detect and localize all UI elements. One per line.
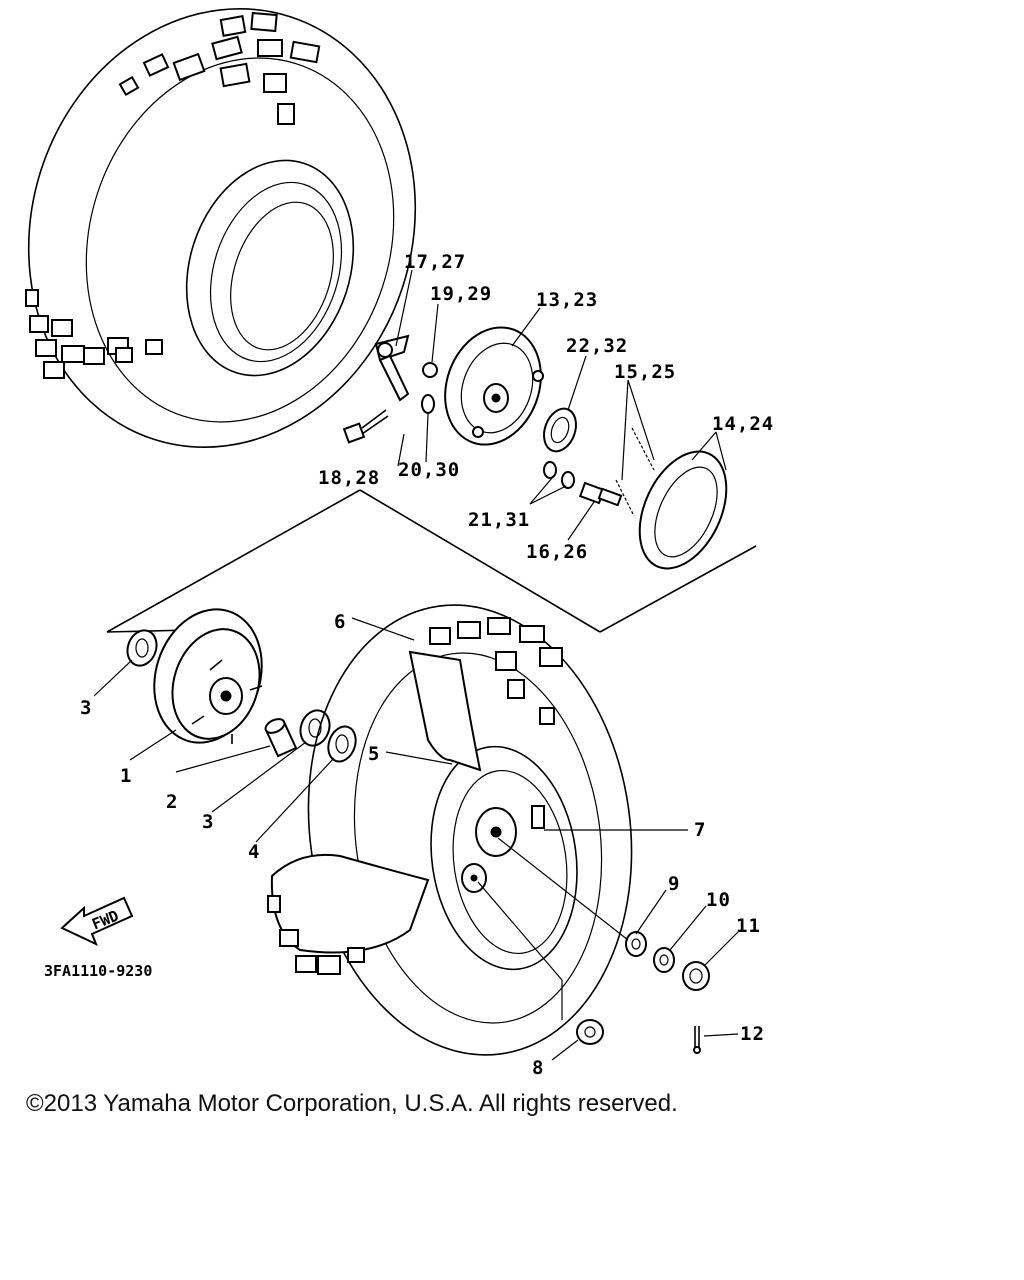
spacer-2	[264, 718, 298, 758]
label-20-30: 20,30	[398, 459, 460, 481]
label-2: 2	[166, 791, 178, 813]
washer-20-30	[421, 394, 435, 414]
label-18-28: 18,28	[318, 467, 380, 489]
upper-tire	[25, 8, 417, 448]
fwd-arrow-icon: FWD	[60, 896, 134, 946]
tread-blocks-left	[25, 289, 163, 379]
label-1: 1	[120, 765, 132, 787]
washer-10	[653, 947, 675, 973]
label-10: 10	[706, 889, 731, 911]
label-6: 6	[334, 611, 346, 633]
nut-8	[576, 1019, 604, 1045]
parts-diagram: FWD 17,27 19,29 13,23 22,32	[25, 8, 774, 1079]
label-3-top: 3	[80, 697, 92, 719]
bolt-18-28	[342, 409, 389, 444]
label-16-26: 16,26	[526, 541, 588, 563]
copyright-text: ©2013 Yamaha Motor Corporation, U.S.A. A…	[26, 1090, 678, 1117]
brake-cam-lever	[374, 334, 410, 402]
label-9: 9	[668, 873, 680, 895]
leader-lines	[93, 269, 741, 1061]
nut-11	[682, 961, 710, 991]
diagram-code: 3FA1110-9230	[44, 962, 152, 980]
label-13-23: 13,23	[536, 289, 598, 311]
cam-shaft-16-26	[578, 481, 623, 507]
label-3-lower: 3	[202, 811, 214, 833]
label-12: 12	[740, 1023, 765, 1045]
label-4: 4	[248, 841, 260, 863]
hub-1	[153, 608, 263, 744]
tread-blocks-lower	[267, 617, 563, 975]
label-22-32: 22,32	[566, 335, 628, 357]
tread-blocks-top	[118, 11, 321, 125]
springs-15-25	[615, 427, 655, 517]
label-17-27: 17,27	[404, 251, 466, 273]
oil-seal-22-32	[543, 407, 577, 453]
label-19-29: 19,29	[430, 283, 492, 305]
washer-9	[625, 931, 647, 957]
brake-shoes-14-24	[638, 450, 728, 570]
nut-19-29	[422, 362, 438, 378]
o-rings-21-31	[543, 461, 575, 489]
label-14-24: 14,24	[712, 413, 774, 435]
brake-shoe-plate	[444, 326, 544, 446]
label-15-25: 15,25	[614, 361, 676, 383]
label-7: 7	[694, 819, 706, 841]
cotter-pin-12	[693, 1026, 701, 1054]
label-5: 5	[368, 743, 380, 765]
label-21-31: 21,31	[468, 509, 530, 531]
label-11: 11	[736, 915, 761, 937]
label-8: 8	[532, 1057, 544, 1079]
oil-seal-4	[327, 725, 357, 763]
bearing-3-top	[126, 629, 158, 667]
